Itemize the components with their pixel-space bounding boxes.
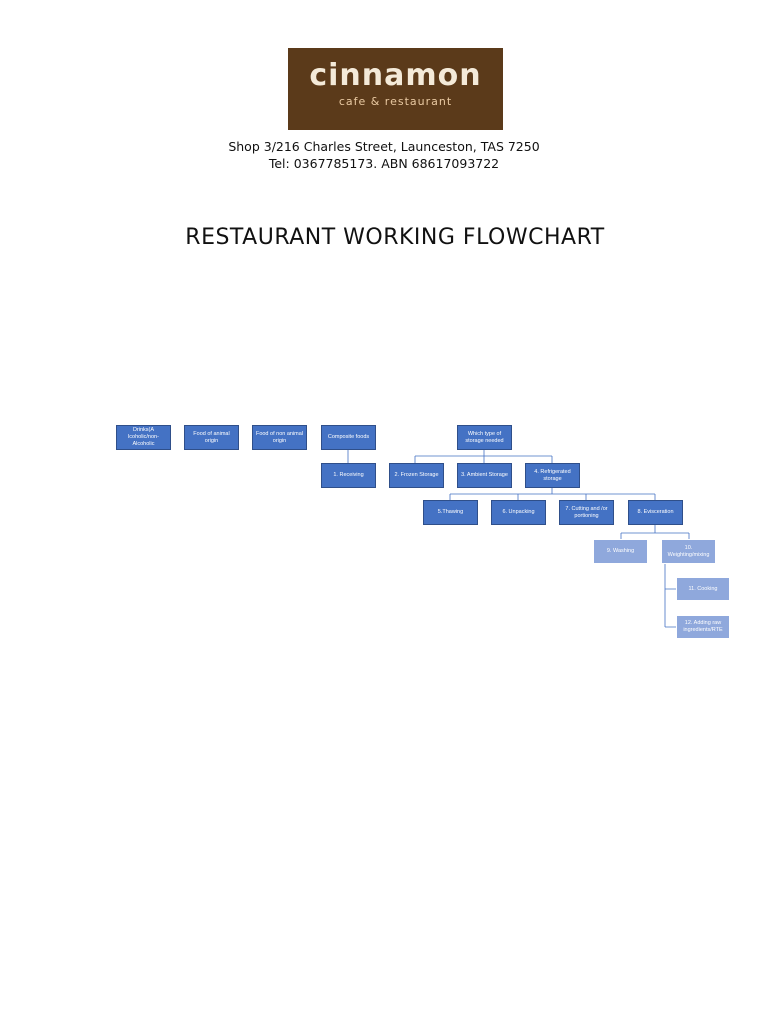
connector-evisceration-bracket xyxy=(620,524,690,539)
connector-weighing-bracket xyxy=(664,563,676,628)
page-title: RESTAURANT WORKING FLOWCHART xyxy=(185,225,605,250)
node-evisceration: 8. Evisceration xyxy=(628,500,683,525)
node-storage-question: Which type of storage needed xyxy=(457,425,512,450)
connector-refrigerated-bracket xyxy=(449,487,656,500)
node-composite-foods: Composite foods xyxy=(321,425,376,450)
node-refrigerated-storage: 4. Refrigerated storage xyxy=(525,463,580,488)
node-drinks: Drinks(A lcoholic/non-Alcoholic xyxy=(116,425,171,450)
address-line: Shop 3/216 Charles Street, Launceston, T… xyxy=(228,139,540,154)
logo-tagline: cafe & restaurant xyxy=(338,95,453,108)
node-washing: 9. Washing xyxy=(593,539,648,564)
node-cooking: 11. Cooking xyxy=(676,577,730,601)
connector-storage-bracket xyxy=(414,449,553,463)
node-unpacking: 6. Unpacking xyxy=(491,500,546,525)
node-thawing: 5.Thawing xyxy=(423,500,478,525)
node-adding-raw-ingredients: 12. Adding raw ingredients/RTE xyxy=(676,615,730,639)
node-ambient-storage: 3. Ambient Storage xyxy=(457,463,512,488)
node-cutting-portioning: 7. Cutting and /or portioning xyxy=(559,500,614,525)
cinnamon-logo: cinnamon cafe & restaurant xyxy=(288,48,503,130)
node-food-animal-origin: Food of animal origin xyxy=(184,425,239,450)
node-weighing-mixing: 10. Weighting/mixing xyxy=(661,539,716,564)
contact-line: Tel: 0367785173. ABN 68617093722 xyxy=(268,156,500,171)
node-receiving: 1. Receiving xyxy=(321,463,376,488)
logo-wordmark: cinnamon xyxy=(309,58,482,93)
node-food-non-animal-origin: Food of non animal origin xyxy=(252,425,307,450)
node-frozen-storage: 2. Frozen Storage xyxy=(389,463,444,488)
